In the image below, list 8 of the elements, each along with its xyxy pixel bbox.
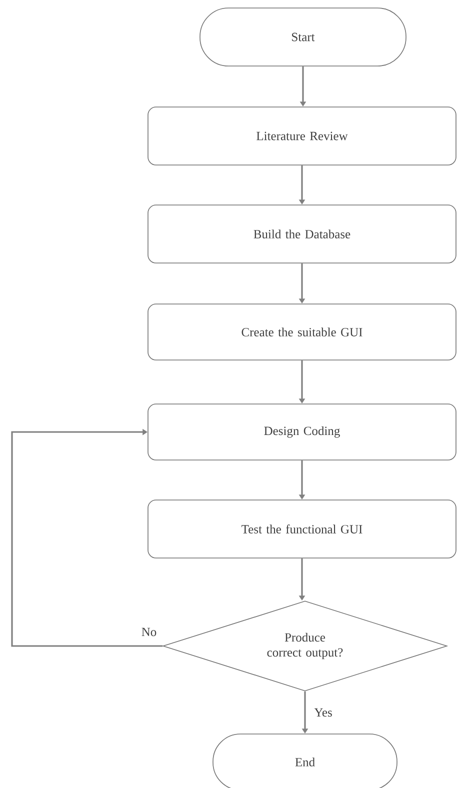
arrow xyxy=(11,428,163,647)
process-box: Design Coding xyxy=(148,404,456,460)
process-box: Build the Database xyxy=(148,204,456,264)
process-box: Create the suitable GUI xyxy=(148,304,456,360)
edge-label: No xyxy=(140,626,158,638)
edge-label: Yes xyxy=(313,707,334,718)
process-box: Literature Review xyxy=(148,106,456,166)
process-box: Test the functional GUI xyxy=(148,500,456,558)
